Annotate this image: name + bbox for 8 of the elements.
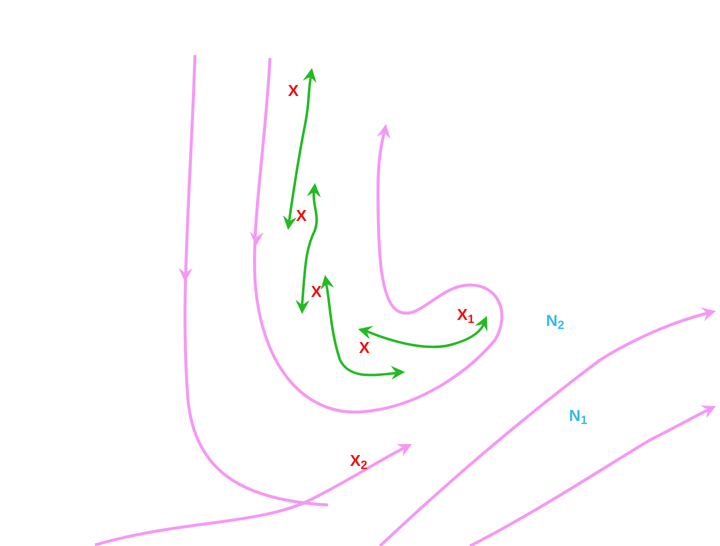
symbol-label: X <box>288 84 299 100</box>
symbol-label: X <box>311 285 322 301</box>
symbol-label: X$_{1}$ <box>457 308 474 324</box>
symbol-label: N$_{2}$ <box>546 314 564 330</box>
symbol-label: N$_{1}$ <box>569 409 588 425</box>
symbol-label: X <box>359 341 370 357</box>
symbol-label: X <box>296 209 307 225</box>
symbol-label: X$_{2}$ <box>350 454 368 470</box>
